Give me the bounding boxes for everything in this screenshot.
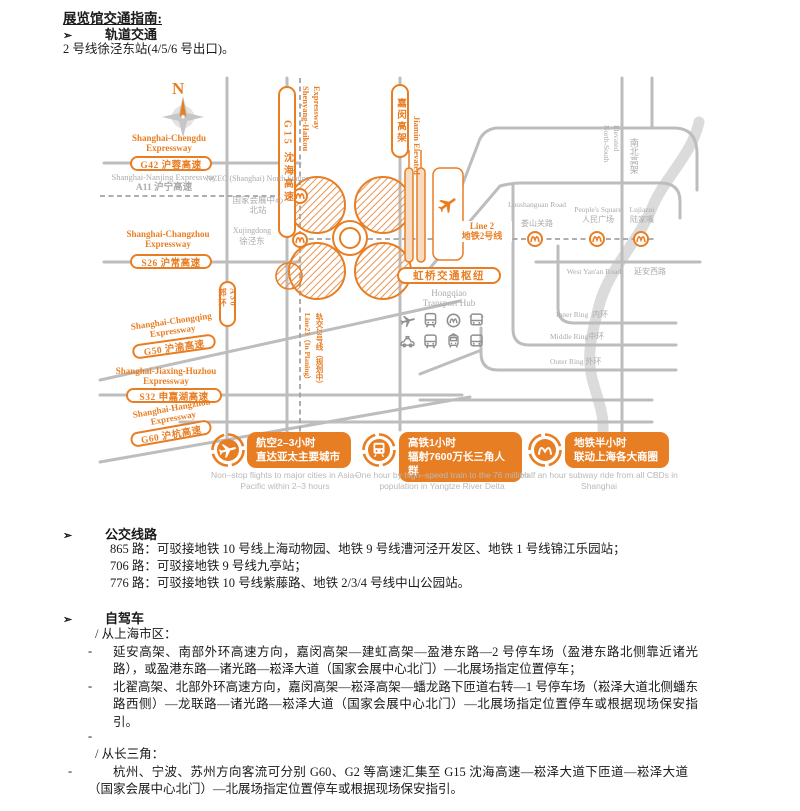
flight-callout-icon bbox=[210, 432, 246, 468]
flight-callout-text: Non–stop flights to major cities in Asia… bbox=[211, 470, 359, 491]
label-chengdu-expressway: Shanghai-Chengdu Expressway bbox=[131, 133, 207, 153]
label-ncec-north-station-en: NCEC (Shanghai) North Station bbox=[206, 174, 310, 183]
bus-line-776: 776 路：可驳接地铁 10 号线紫藤路、地铁 2/3/4 号线中山公园站。 bbox=[110, 576, 471, 591]
arrow-bullet-icon: ➢ bbox=[63, 614, 73, 626]
label-lujiazui-cn: 陆家嘴 bbox=[630, 215, 654, 224]
label-hongqiao-hub-en2: Transport Hub bbox=[422, 298, 476, 308]
metro-callout-text: Half an hour subway ride from all CBDs i… bbox=[520, 470, 678, 491]
label-loushanguan-en: Loushanguan Road bbox=[507, 200, 567, 209]
badge-a30: A30 郊环 bbox=[218, 281, 239, 327]
label-north-south-elevated-cn: 南北高架 bbox=[628, 138, 639, 174]
label-peoples-square-cn: 人民广场 bbox=[582, 215, 614, 224]
bus-icon bbox=[470, 334, 483, 347]
label-north-south-elevated-en: North-South Elevated bbox=[602, 125, 621, 163]
arrow-bullet-icon: ➢ bbox=[63, 30, 73, 42]
metro-callout-icon bbox=[527, 432, 563, 468]
hongqiao-hub-shapes bbox=[404, 150, 464, 263]
badge-jiamin-elevated: 嘉闵高架 bbox=[391, 84, 409, 158]
label-west-yanan-road-cn: 延安西路 bbox=[634, 267, 666, 276]
badge-hongqiao-hub: 虹桥交通枢纽 bbox=[397, 267, 501, 284]
badge-s32: S32 申嘉湖高速 bbox=[126, 388, 222, 403]
page-title: 展览馆交通指南: bbox=[63, 11, 162, 26]
bus-section-heading: ➢公交线路 bbox=[63, 527, 158, 542]
label-jiamin-elevated-en: Jiamin Elevated bbox=[412, 116, 423, 175]
bullet-dash: - bbox=[68, 764, 73, 778]
drive-section-heading: ➢自驾车 bbox=[63, 611, 145, 626]
label-line23-planning: Line23（In Planing） 轨交23号线（规划中） bbox=[303, 313, 324, 388]
label-loushanguan-cn: 娄山关路 bbox=[521, 219, 553, 228]
label-a11: A11 沪宁高速 bbox=[135, 183, 193, 193]
label-shenyang-haikou-expressway: Shenyang-Haikou Expressway bbox=[301, 86, 322, 152]
compass-rose-icon bbox=[162, 96, 204, 138]
label-inner-ring: Inner Ring 内环 bbox=[556, 310, 609, 319]
label-xujingdong-en: Xujingdong bbox=[232, 226, 272, 235]
hub-transport-icons bbox=[399, 312, 485, 350]
transit-map: N Shanghai-Chengdu Expressway G42 沪蓉高速 S… bbox=[0, 70, 800, 472]
bullet-dash: - bbox=[88, 644, 93, 658]
lone-dash: - bbox=[88, 729, 93, 743]
metro-logo-icon bbox=[446, 313, 461, 328]
airplane-icon bbox=[218, 444, 236, 458]
label-middle-ring: Middle Ring中环 bbox=[550, 332, 605, 341]
label-changzhou-expressway: Shanghai-Changzhou Expressway bbox=[126, 229, 210, 249]
drive-from-delta: / 从长三角： bbox=[95, 747, 165, 761]
bus-line-706: 706 路：可驳接地铁 9 号线九亭站； bbox=[110, 559, 307, 574]
label-nanjing-expressway: Shanghai-Nanjing Expressway bbox=[111, 172, 217, 182]
badge-g15: G15 沈海高速 bbox=[278, 86, 296, 238]
drive-city-route-2: 北翟高架、北部外环高速方向，嘉闵高架—崧泽高架—蟠龙路下匝道右转—1 号停车场（… bbox=[113, 680, 698, 729]
label-ncec-north-station-cn: 国家会展中心 bbox=[232, 195, 284, 205]
ncec-clover-venue bbox=[275, 176, 412, 300]
label-jiaxing-expressway: Shanghai-Jiaxing-Huzhou Expressway bbox=[115, 366, 217, 386]
rail-callout-badge: 高铁1小时 辐射7600万长三角人群 bbox=[399, 432, 522, 482]
label-hongqiao-hub-en: Hongqiao bbox=[431, 288, 467, 298]
bus-lines: 865 路：可驳接地铁 10 号线上海动物园、地铁 9 号线漕河泾开发区、地铁 … bbox=[110, 541, 800, 593]
tram-icon bbox=[448, 333, 459, 348]
drive-city-route-1: 延安高架、南部外环高速方向，嘉闵高架—建虹高架—盈港东路—2 号停车场（盈港东路… bbox=[113, 645, 698, 677]
label-outer-ring: Outer Ring 外环 bbox=[550, 357, 602, 366]
label-peoples-square-en: People's Square bbox=[574, 205, 622, 214]
metro-station-icons bbox=[292, 188, 649, 248]
drive-from-city: / 从上海市区： bbox=[95, 627, 177, 641]
airplane-icon bbox=[400, 315, 415, 328]
terminal-airplane-icon bbox=[438, 198, 456, 214]
rail-callout-icon bbox=[361, 432, 397, 468]
badge-s26: S26 沪常高速 bbox=[130, 254, 212, 269]
train-icon bbox=[424, 312, 437, 328]
bus-icon bbox=[424, 334, 437, 349]
taxi-icon bbox=[400, 335, 415, 348]
arrow-bullet-icon: ➢ bbox=[63, 530, 73, 542]
label-west-yanan-road-en: West Yan'an Road bbox=[566, 267, 621, 276]
label-xujingdong-cn: 徐泾东 bbox=[239, 236, 265, 246]
train-icon bbox=[373, 442, 385, 458]
bus-icon bbox=[469, 313, 484, 326]
rail-callout-text: One hour by high–speed train to the 76 m… bbox=[355, 470, 529, 491]
flight-callout-badge: 航空2–3小时 直达亚太主要城市 bbox=[247, 432, 351, 468]
huangpu-river bbox=[584, 116, 705, 450]
label-lujiazui-en: Lujiazui bbox=[629, 205, 655, 214]
label-line2: Line 2 地铁2号线 bbox=[452, 221, 512, 242]
drive-delta-route: 杭州、宁波、苏州方向客流可分别 G60、G2 等高速汇集至 G15 沈海高速—崧… bbox=[88, 765, 688, 797]
bullet-dash: - bbox=[88, 679, 93, 693]
rail-line-text: 2 号线徐泾东站(4/5/6 号出口)。 bbox=[63, 42, 235, 56]
rail-section-heading: ➢轨道交通 bbox=[63, 27, 158, 42]
metro-callout-badge: 地铁半小时 联动上海各大商圈 bbox=[565, 432, 669, 468]
label-ncec-north-station-cn2: 北站 bbox=[249, 205, 267, 215]
bus-line-865: 865 路：可驳接地铁 10 号线上海动物园、地铁 9 号线漕河泾开发区、地铁 … bbox=[110, 542, 626, 556]
compass-n-label: N bbox=[172, 79, 185, 98]
badge-g42: G42 沪蓉高速 bbox=[130, 156, 212, 171]
metro-logo-icon bbox=[538, 447, 552, 455]
